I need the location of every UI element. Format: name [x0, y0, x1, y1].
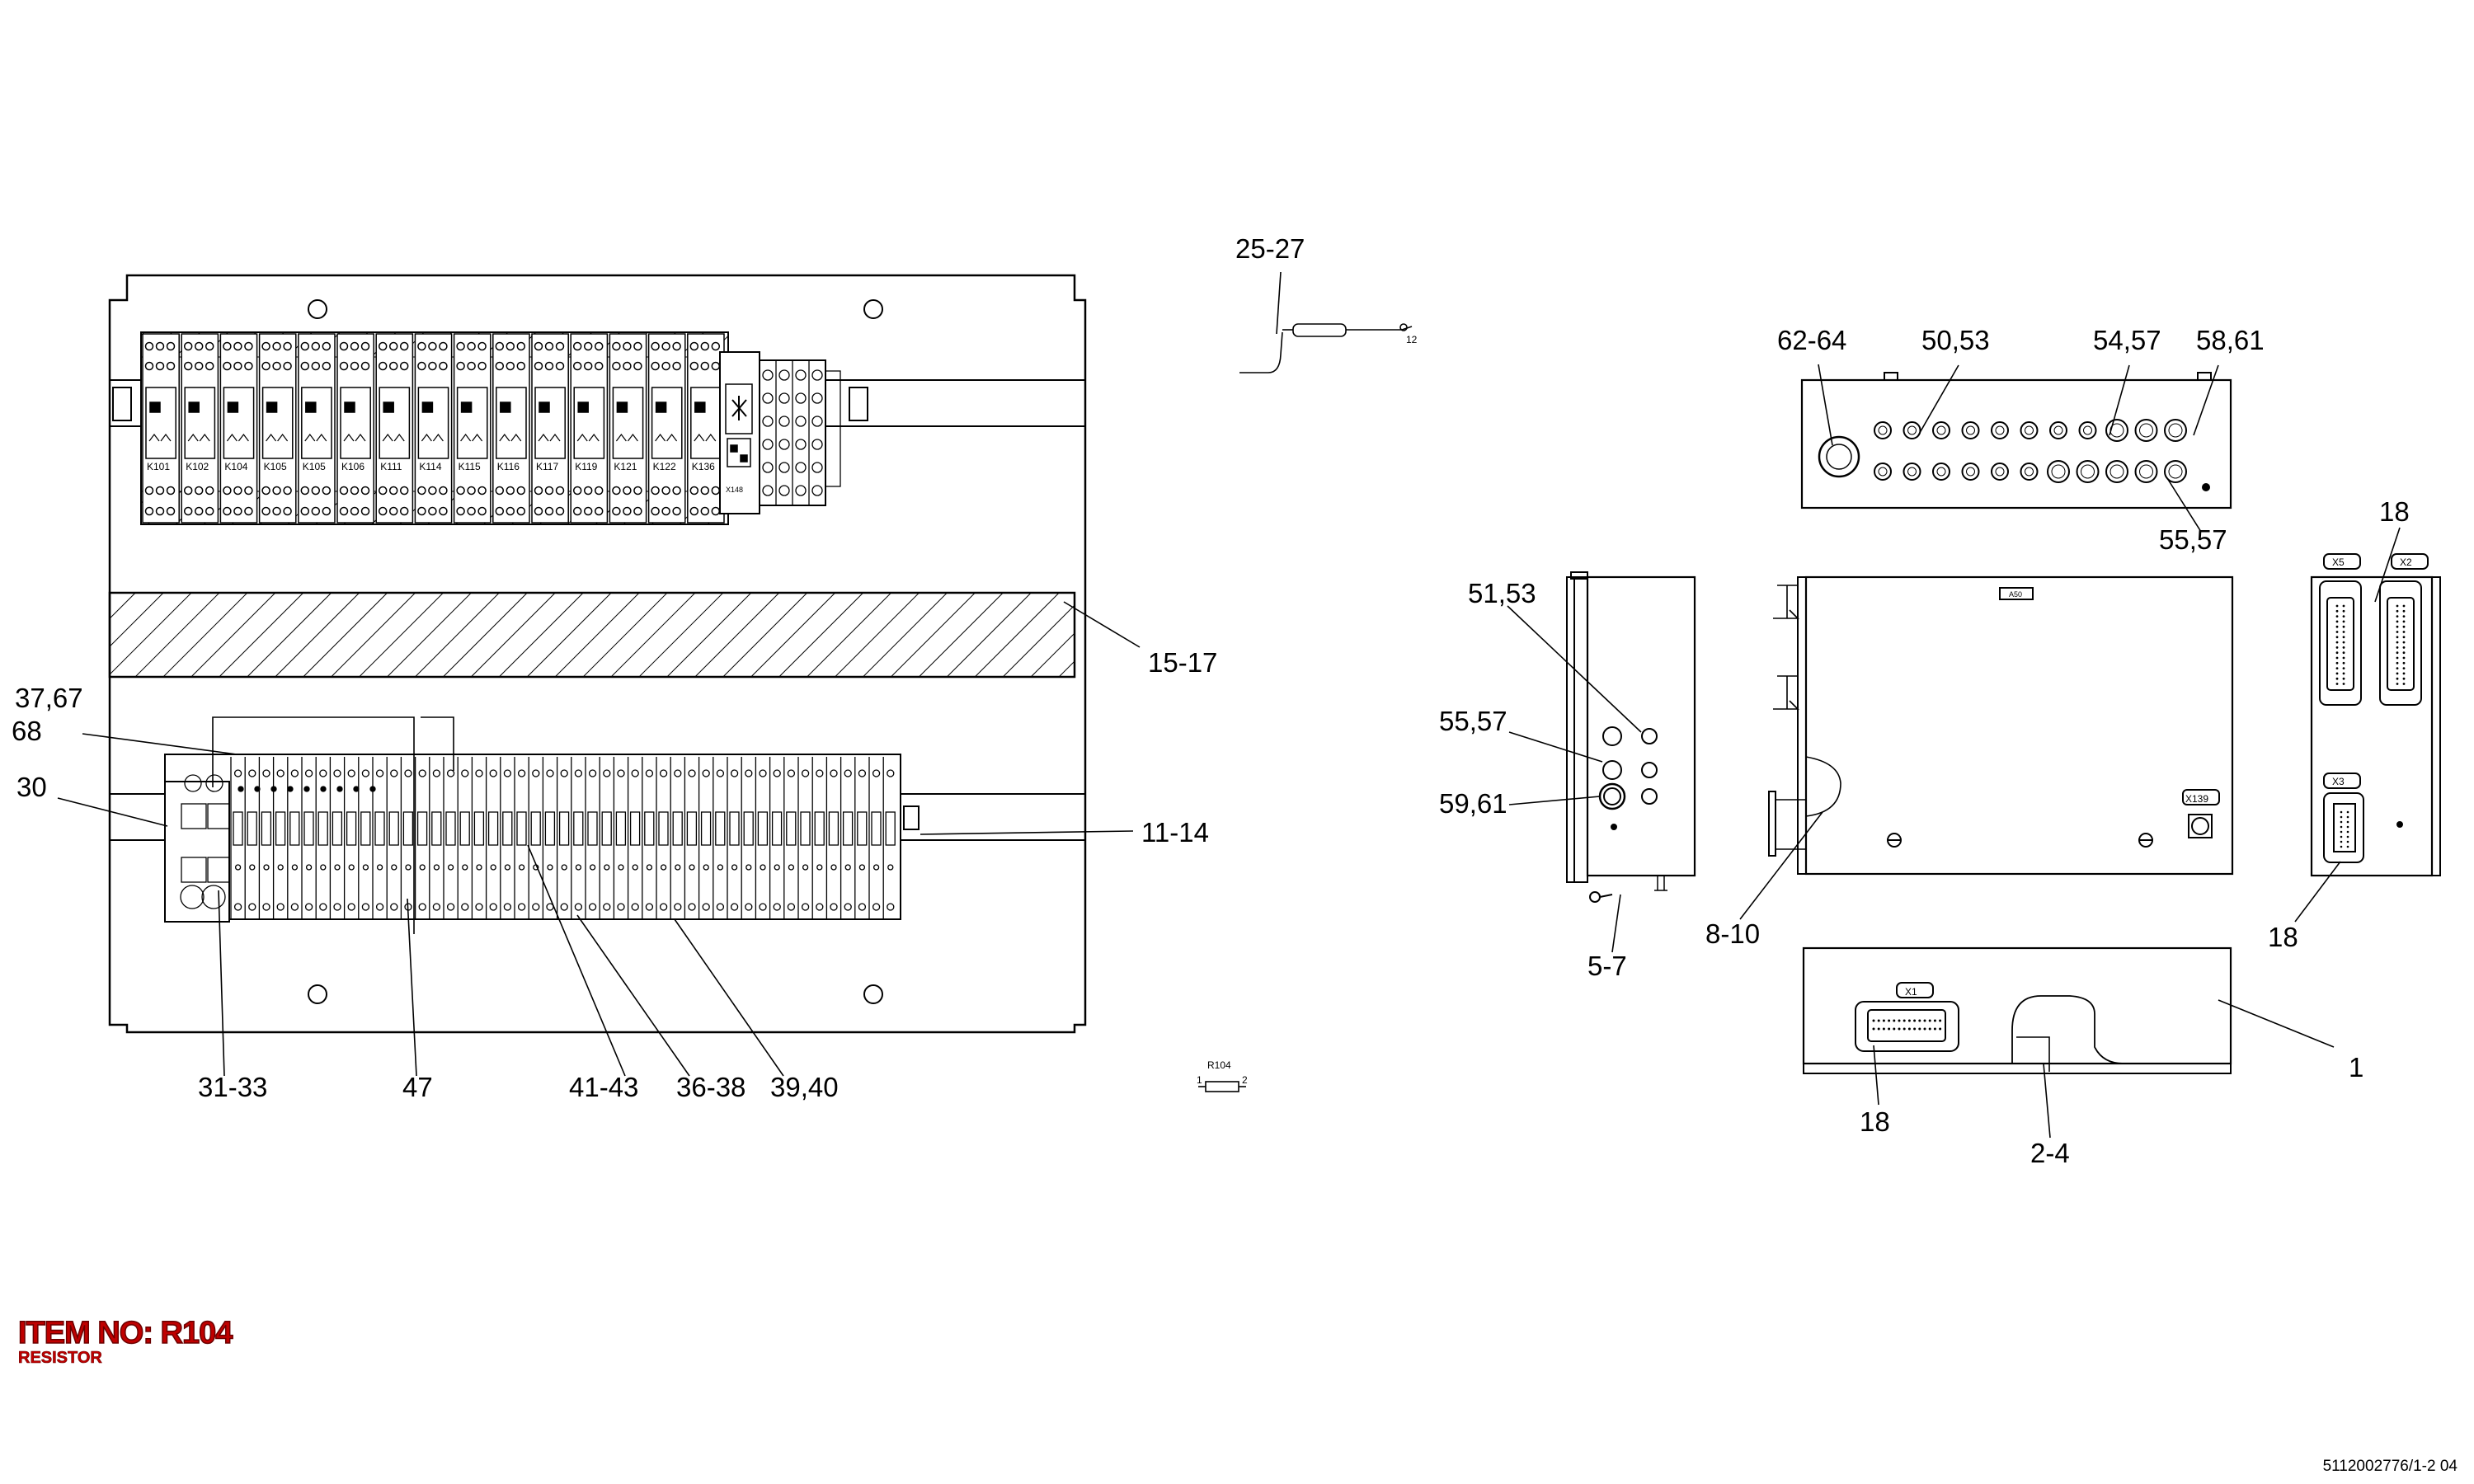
relay-module: K119 — [570, 333, 609, 524]
callout-55-57-top: 55,57 — [2159, 524, 2227, 555]
relay-label: K121 — [614, 461, 637, 472]
relay-module: K117 — [531, 333, 569, 524]
callout-18-top: 18 — [2379, 496, 2410, 527]
x1-label: X1 — [1905, 986, 1917, 998]
relay-module: K115 — [453, 333, 492, 524]
x3-label: X3 — [2332, 776, 2345, 787]
callout-59-61: 59,61 — [1439, 788, 1507, 819]
callout-30: 30 — [16, 772, 47, 802]
x148-label: X148 — [726, 486, 743, 494]
callout-47: 47 — [402, 1072, 433, 1102]
callout-51-53: 51,53 — [1468, 578, 1536, 608]
callout-41-43: 41-43 — [569, 1072, 638, 1102]
callout-18-bottom: 18 — [1860, 1106, 1890, 1137]
mounting-panel — [108, 274, 1087, 1034]
connector-plate-top-view — [1800, 372, 2232, 510]
sensor-pin-label: 12 — [1406, 334, 1418, 345]
relay-label: K114 — [419, 461, 441, 472]
a50-label: A50 — [2009, 590, 2022, 599]
relay-module: K102 — [181, 333, 219, 524]
callout-62-64: 62-64 — [1777, 325, 1846, 355]
lower-terminal-strip — [164, 716, 901, 934]
relay-label: K102 — [186, 461, 209, 472]
callout-18-right: 18 — [2268, 922, 2298, 952]
relay-module: K105 — [298, 333, 336, 524]
resistor-pin1-label: 1 — [1197, 1074, 1202, 1086]
item-description: RESISTOR — [18, 1349, 102, 1368]
callout-54-57: 54,57 — [2093, 325, 2161, 355]
relay-label: K116 — [497, 461, 520, 472]
relay-label: K105 — [303, 461, 326, 472]
x5-label: X5 — [2332, 556, 2345, 568]
callout-8-10: 8-10 — [1705, 918, 1760, 949]
relay-label: K119 — [575, 461, 597, 472]
callout-68: 68 — [12, 716, 42, 746]
relay-label: K115 — [459, 461, 481, 472]
resistor-symbol: R104 1 2 — [1197, 1059, 1248, 1092]
relay-block: K101 K102 K104 K105 K105 K106 K111 K114 K115 K116… — [140, 331, 729, 525]
terminal-x148: X148 — [719, 351, 760, 514]
callout-50-53: 50,53 — [1921, 325, 1990, 355]
callout-1: 1 — [2349, 1052, 2363, 1082]
relay-label: K101 — [147, 461, 170, 472]
box-front-view: A50 X139 — [1768, 575, 2234, 876]
callout-numbers: 25-27 15-17 37,67 68 30 11-14 31-33 47 4… — [12, 233, 2410, 1168]
callout-15-17: 15-17 — [1148, 647, 1217, 678]
resistor-tag-label: R104 — [1207, 1059, 1231, 1071]
callout-55-57-side: 55,57 — [1439, 706, 1507, 736]
box-connector-side-view: X5 X2 X3 — [2310, 553, 2441, 877]
callout-2-4: 2-4 — [2030, 1138, 2070, 1168]
relay-side-terminals — [759, 359, 841, 506]
relay-label: K105 — [264, 461, 287, 472]
callout-5-7: 5-7 — [1587, 951, 1627, 981]
callout-58-61: 58,61 — [2196, 325, 2265, 355]
callout-25-27: 25-27 — [1235, 233, 1305, 264]
callout-36-38: 36-38 — [676, 1072, 745, 1102]
x139-label: X139 — [2185, 793, 2208, 805]
relay-module: K121 — [609, 333, 647, 524]
item-number-title: ITEM NO: R104 — [17, 1315, 233, 1351]
relay-module: K116 — [492, 333, 530, 524]
resistor-pin2-label: 2 — [1242, 1074, 1248, 1086]
relay-module: K106 — [336, 333, 374, 524]
leader-lines — [57, 271, 2401, 1139]
relay-label: K122 — [653, 461, 676, 472]
box-side-view — [1566, 571, 1696, 903]
relay-label: K111 — [380, 461, 402, 472]
relay-module: K105 — [258, 333, 297, 524]
callout-31-33: 31-33 — [198, 1072, 267, 1102]
relay-module: K122 — [647, 333, 686, 524]
box-bottom-view: X1 — [1802, 946, 2232, 1074]
document-number: 5112002776/1-2 04 — [2322, 1458, 2458, 1475]
relay-label: K106 — [341, 461, 365, 472]
relay-label: K104 — [224, 461, 247, 472]
relay-module: K114 — [414, 333, 453, 524]
callout-39-40: 39,40 — [770, 1072, 839, 1102]
relay-label: K136 — [692, 461, 715, 472]
relay-module: K101 — [142, 333, 180, 524]
relay-label: K117 — [536, 461, 558, 472]
relay-module: K111 — [375, 333, 414, 524]
x2-label: X2 — [2400, 556, 2412, 568]
temperature-sensor: 12 — [1239, 323, 1418, 373]
callout-37-67: 37,67 — [15, 683, 83, 713]
relay-module: K104 — [219, 333, 258, 524]
callout-11-14: 11-14 — [1141, 817, 1209, 848]
cable-duct — [108, 591, 1076, 679]
relay-module: K136 — [687, 333, 725, 524]
